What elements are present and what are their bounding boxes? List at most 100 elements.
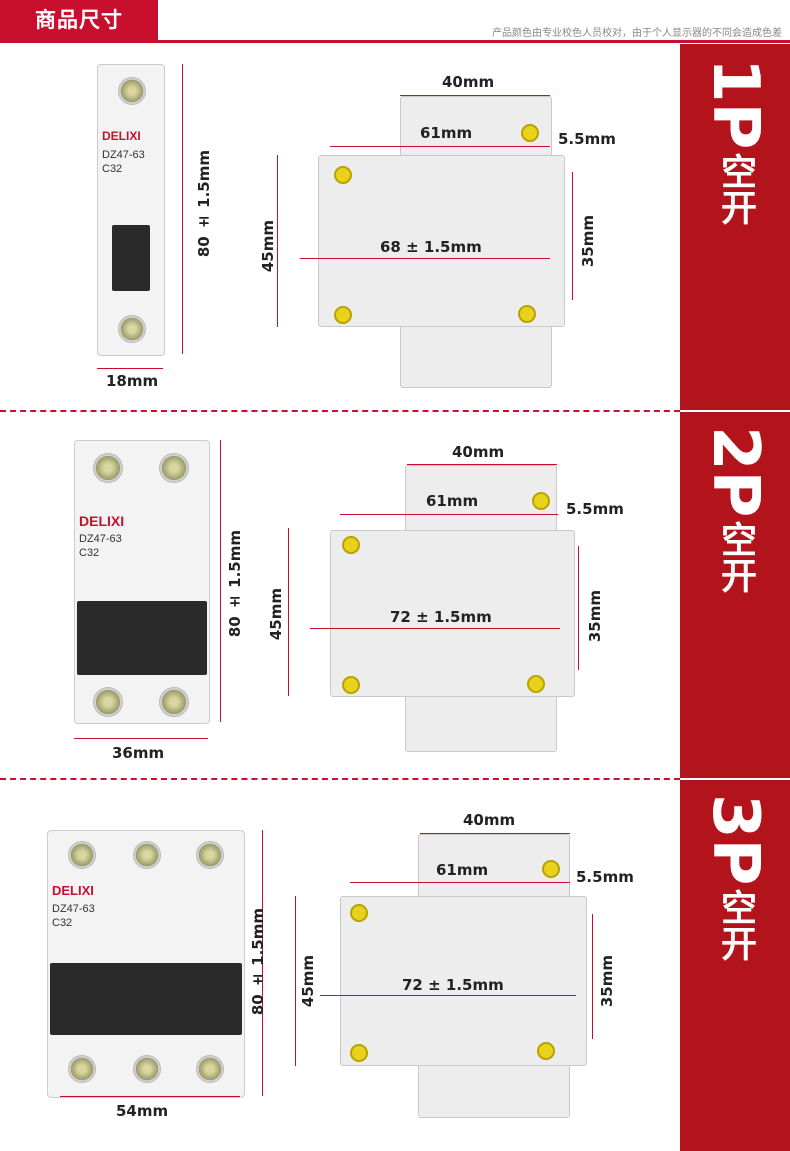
mounting-hole	[350, 1044, 368, 1062]
pole-type-label: 空开	[715, 889, 756, 962]
width-dimension: 18mm	[106, 372, 159, 390]
brand-logo: DELIXI	[102, 129, 141, 143]
inner-dimension: 61mm	[420, 124, 473, 142]
mounting-hole	[542, 860, 560, 878]
mounting-hole	[350, 904, 368, 922]
pole-type-label: 空开	[715, 153, 756, 226]
terminal-screw	[93, 687, 123, 717]
breaker-front-image: DELIXI DZ47-63 C32	[47, 830, 245, 1098]
top-dimension: 40mm	[442, 73, 495, 91]
rating: C32	[52, 917, 73, 929]
breaker-side-body	[340, 896, 587, 1066]
mounting-hole	[334, 166, 352, 184]
switch-lever	[50, 963, 242, 1035]
top-dimension: 40mm	[463, 811, 516, 829]
model-number: DZ47-63	[52, 903, 95, 915]
right-dimension: 35mm	[579, 215, 597, 268]
width-dim-line	[60, 1096, 240, 1097]
depth-dim-line	[310, 628, 560, 629]
height-dimension: 80 ± 1.5mm	[226, 530, 244, 638]
right-dim-line	[578, 546, 579, 670]
rating: C32	[102, 163, 123, 175]
depth-dim-line	[300, 258, 550, 259]
pole-label: 2P	[698, 426, 772, 518]
terminal-screw	[196, 841, 224, 869]
height-dimension: 80 ± 1.5mm	[195, 150, 213, 258]
mounting-hole	[537, 1042, 555, 1060]
color-disclaimer: 产品颜色由专业校色人员校对，由于个人显示器的不同会造成色差	[492, 28, 782, 39]
model-number: DZ47-63	[79, 533, 122, 545]
top-dim-line	[420, 833, 570, 834]
width-dim-line	[74, 738, 208, 739]
depth-dimension: 68 ± 1.5mm	[380, 238, 482, 256]
terminal-screw	[133, 841, 161, 869]
model-number: DZ47-63	[102, 149, 145, 161]
right-dimension: 35mm	[586, 590, 604, 643]
depth-dimension: 72 ± 1.5mm	[402, 976, 504, 994]
width-dimension: 54mm	[116, 1102, 169, 1120]
offset-dimension: 5.5mm	[558, 130, 616, 148]
inner-dim-line	[330, 146, 550, 147]
top-dimension: 40mm	[452, 443, 505, 461]
inner-dim-line	[350, 882, 570, 883]
mounting-hole	[521, 124, 539, 142]
brand-logo: DELIXI	[79, 513, 125, 529]
terminal-screw	[159, 687, 189, 717]
right-dimension: 35mm	[598, 955, 616, 1008]
terminal-screw	[196, 1055, 224, 1083]
mounting-hole	[532, 492, 550, 510]
terminal-screw	[118, 77, 146, 105]
breaker-side-body	[318, 155, 565, 327]
section-title: 商品尺寸	[0, 0, 158, 41]
breaker-front-image: DELIXI DZ47-63 C32	[74, 440, 210, 724]
width-dim-line	[97, 368, 163, 369]
breaker-front-image: DELIXI DZ47-63 C32	[97, 64, 165, 356]
height-dimension: 80 ± 1.5mm	[249, 908, 267, 1016]
height-dim-line	[220, 440, 221, 722]
pole-label-bar: 3P 空开	[680, 780, 790, 1151]
inner-dim-line	[340, 514, 558, 515]
inner-dimension: 61mm	[436, 861, 489, 879]
top-dim-line	[400, 95, 550, 96]
mounting-hole	[527, 675, 545, 693]
terminal-screw	[133, 1055, 161, 1083]
depth-dim-line	[320, 995, 576, 996]
inner-dimension: 61mm	[426, 492, 479, 510]
terminal-screw	[159, 453, 189, 483]
section-divider	[0, 778, 680, 780]
offset-dimension: 5.5mm	[576, 868, 634, 886]
pole-label: 3P	[698, 794, 772, 886]
mounting-hole	[334, 306, 352, 324]
offset-dimension: 5.5mm	[566, 500, 624, 518]
breaker-side-body	[330, 530, 575, 697]
header-divider	[0, 40, 790, 43]
height-dim-line	[262, 830, 263, 1096]
section-divider	[0, 410, 680, 412]
left-dimension: 45mm	[267, 588, 285, 641]
rating: C32	[79, 547, 100, 559]
left-dim-line	[277, 155, 278, 327]
mounting-hole	[342, 536, 360, 554]
depth-dimension: 72 ± 1.5mm	[390, 608, 492, 626]
mounting-hole	[518, 305, 536, 323]
pole-label-bar: 1P 空开	[680, 44, 790, 410]
left-dim-line	[295, 896, 296, 1066]
pole-type-label: 空开	[715, 521, 756, 594]
terminal-screw	[93, 453, 123, 483]
left-dimension: 45mm	[299, 955, 317, 1008]
terminal-screw	[118, 315, 146, 343]
terminal-screw	[68, 1055, 96, 1083]
width-dimension: 36mm	[112, 744, 165, 762]
height-dim-line	[182, 64, 183, 354]
switch-lever	[77, 601, 207, 675]
right-dim-line	[572, 172, 573, 300]
left-dim-line	[288, 528, 289, 696]
header: 商品尺寸 产品颜色由专业校色人员校对，由于个人显示器的不同会造成色差	[0, 0, 790, 44]
brand-logo: DELIXI	[52, 883, 94, 898]
right-dim-line	[592, 914, 593, 1039]
mounting-hole	[342, 676, 360, 694]
pole-label: 1P	[698, 58, 772, 150]
terminal-screw	[68, 841, 96, 869]
switch-lever	[112, 225, 150, 291]
left-dimension: 45mm	[259, 220, 277, 273]
